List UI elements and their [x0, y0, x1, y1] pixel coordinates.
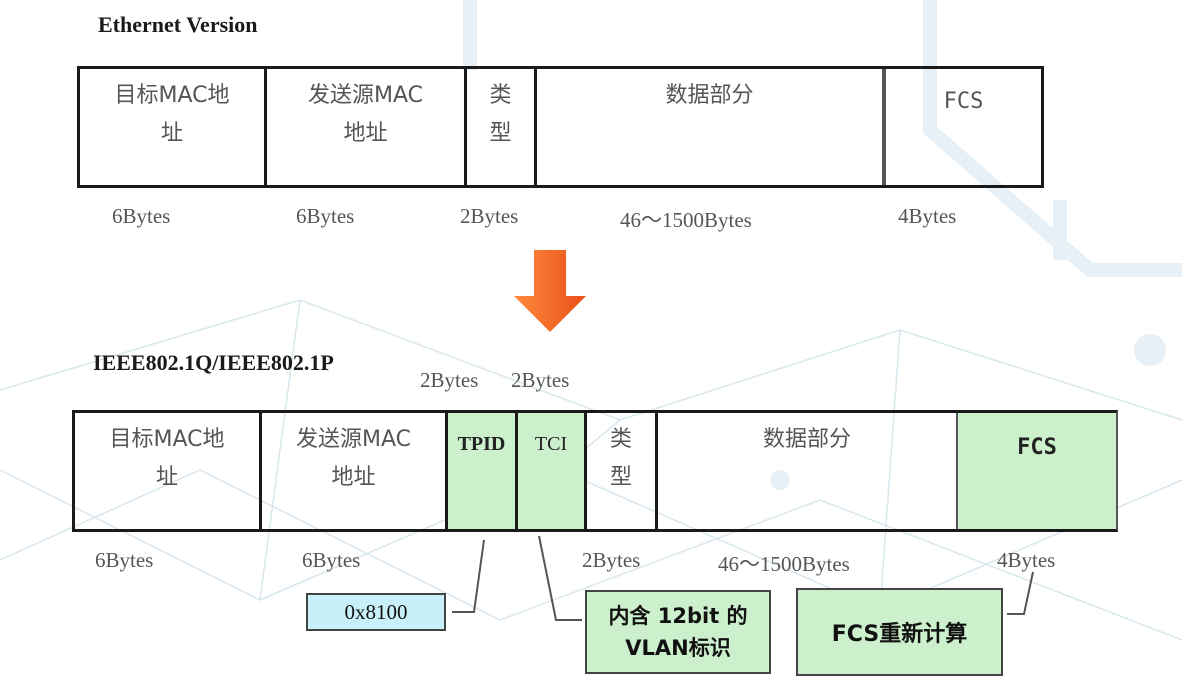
field-src-mac-line1: 发送源MAC — [307, 83, 423, 108]
vlan-field-type-line1: 类 — [609, 427, 632, 452]
vlan-field-tci: TCI — [518, 413, 587, 529]
vlan-field-type-line2: 型 — [609, 465, 632, 490]
vlan-size-src-mac: 6Bytes — [302, 548, 361, 572]
field-data: 数据部分 — [537, 69, 884, 185]
vlan-field-src-mac-line2: 地址 — [331, 465, 376, 490]
vlan-field-fcs-label: FCS — [1017, 435, 1057, 460]
vlan-field-dest-mac-line1: 目标MAC地 — [109, 427, 225, 452]
size-data: 46～1500Bytes — [620, 208, 752, 232]
down-arrow-icon — [514, 250, 586, 332]
vlan-field-tci-label: TCI — [534, 433, 568, 455]
size-dest-mac: 6Bytes — [112, 204, 171, 228]
size-src-mac: 6Bytes — [296, 204, 355, 228]
ethernet-frame: 目标MAC地址 发送源MAC 地址 类型 数据部分 FCS — [77, 66, 1044, 188]
vlan-size-dest-mac: 6Bytes — [95, 548, 154, 572]
vlan-tagged-frame: 目标MAC地址 发送源MAC 地址 TPID TCI 类型 数据部分 FCS — [72, 410, 1118, 532]
field-data-label: 数据部分 — [665, 83, 754, 108]
vlan-field-dest-mac-line2: 址 — [155, 465, 178, 490]
size-fcs: 4Bytes — [898, 204, 957, 228]
vlan-field-tpid-label: TPID — [457, 433, 506, 455]
tpid-value-box: 0x8100 — [306, 593, 446, 631]
ethernet-version-heading: Ethernet Version — [98, 12, 258, 37]
vlan-field-dest-mac: 目标MAC地址 — [75, 413, 262, 529]
vlan-field-type: 类型 — [587, 413, 658, 529]
field-type: 类型 — [467, 69, 537, 185]
size-tpid: 2Bytes — [420, 368, 479, 392]
vlan-field-data-label: 数据部分 — [762, 427, 851, 452]
vlan-field-src-mac: 发送源MAC 地址 — [262, 413, 448, 529]
fcs-recalc-note-box: FCS重新计算 — [796, 588, 1003, 676]
vlan-field-src-mac-line1: 发送源MAC — [295, 427, 411, 452]
vlan-field-tpid: TPID — [448, 413, 518, 529]
tci-note-box: 内含 12bit 的 VLAN标识 — [585, 590, 771, 674]
tci-note-line1: 内含 12bit 的 — [608, 604, 748, 628]
field-src-mac: 发送源MAC 地址 — [267, 69, 467, 185]
vlan-field-data: 数据部分 — [658, 413, 958, 529]
tci-note-line2: VLAN标识 — [625, 636, 731, 660]
vlan-field-fcs: FCS — [958, 413, 1116, 529]
field-dest-mac: 目标MAC地址 — [80, 69, 267, 185]
size-type: 2Bytes — [460, 204, 519, 228]
vlan-size-type: 2Bytes — [582, 548, 641, 572]
field-dest-mac-line2: 址 — [160, 121, 183, 146]
size-tci: 2Bytes — [511, 368, 570, 392]
vlan-size-data: 46～1500Bytes — [718, 552, 850, 576]
field-fcs-label: FCS — [943, 89, 984, 114]
ieee8021q-heading: IEEE802.1Q/IEEE802.1P — [93, 350, 334, 375]
field-type-line2: 型 — [489, 121, 512, 146]
field-dest-mac-line1: 目标MAC地 — [114, 83, 230, 108]
field-type-line1: 类 — [489, 83, 512, 108]
field-src-mac-line2: 地址 — [343, 121, 388, 146]
vlan-size-fcs: 4Bytes — [997, 548, 1056, 572]
field-fcs: FCS — [884, 69, 1041, 185]
